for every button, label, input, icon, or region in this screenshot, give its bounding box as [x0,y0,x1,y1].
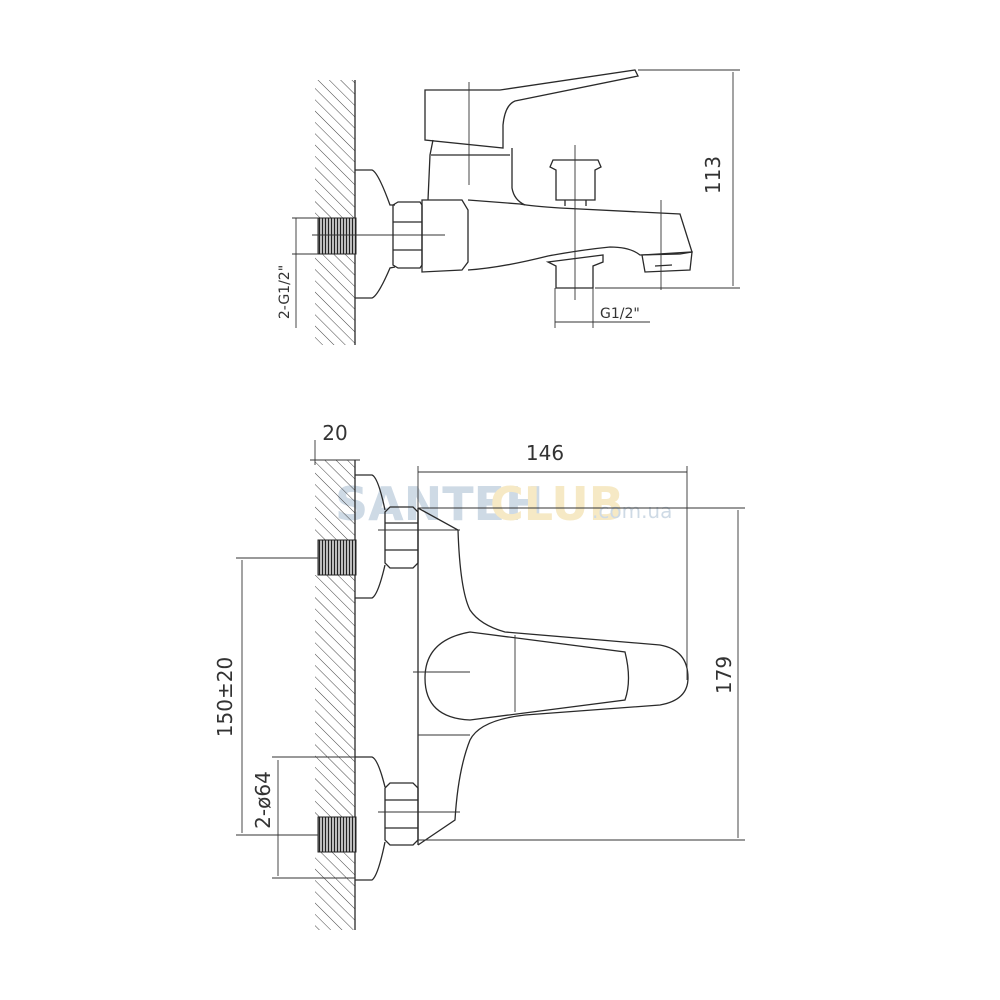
outlet-thread-label: G1/2" [600,306,640,322]
upper-inlet-thread [317,539,357,576]
lower-inlet-thread [317,816,357,853]
lever-handle [424,69,639,149]
body [421,199,469,273]
inlet-thread-label: 2-G1/2" [277,265,293,319]
center-distance-label: 150±20 [213,657,237,737]
escutcheon-label: 2-ø64 [251,771,275,829]
body-outline [417,507,689,846]
wall-section [315,80,356,345]
watermark-domain: .com.ua [592,499,672,523]
watermark: SANTEH CLUB .com.ua [335,477,672,531]
outlet [545,254,604,289]
spout [467,199,693,271]
height-label: 179 [712,656,736,694]
wall-offset-label: 20 [322,421,347,445]
inlet-thread [317,217,357,255]
dimension-64: 2-ø64 [251,756,355,879]
diverter-knob [549,159,602,206]
lower-escutcheon [355,756,386,881]
dimension-179: 179 [418,507,745,841]
height-dim-label: 113 [701,156,725,194]
aerator [641,251,693,273]
watermark-brand-b: CLUB [490,477,624,531]
dimension-113: 113 [595,69,740,289]
front-view: 20 146 179 150±20 2-ø64 [213,421,745,930]
dimension-20: 20 [310,421,360,465]
side-view: 113 G1/2" 2-G1/2" [277,69,740,345]
lever-front [424,631,630,721]
dimension-2-g12: 2-G1/2" [277,217,318,328]
wall-section [315,460,356,930]
escutcheon [355,169,396,299]
projection-label: 146 [526,441,564,465]
neck [427,139,526,206]
dimension-g12: G1/2" [554,288,650,328]
upper-escutcheon [355,474,386,599]
dimension-150: 150±20 [213,557,318,836]
lower-hex-nut [384,782,419,846]
dimension-146: 146 [417,441,688,680]
watermark-brand-a: SANTEH [335,477,544,531]
